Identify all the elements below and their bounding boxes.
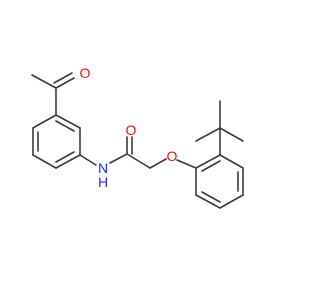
amide-linker: [79, 136, 151, 169]
amide-oxygen-label: O: [126, 122, 137, 138]
ether-linker: [149, 158, 197, 169]
molecule-structure: O O N H O: [31, 65, 244, 209]
right-benzene-ring: [195, 154, 244, 209]
amide-hydrogen-label: H: [98, 174, 108, 190]
acetyl-oxygen-label: O: [80, 65, 91, 81]
ether-oxygen-label: O: [167, 148, 178, 164]
molecule-canvas: O O N H O: [31, 65, 244, 209]
tert-butyl-group: [195, 100, 244, 156]
amide-nitrogen-label: N: [98, 160, 108, 176]
acetyl-group: [31, 72, 75, 116]
left-benzene-ring: [32, 114, 81, 169]
